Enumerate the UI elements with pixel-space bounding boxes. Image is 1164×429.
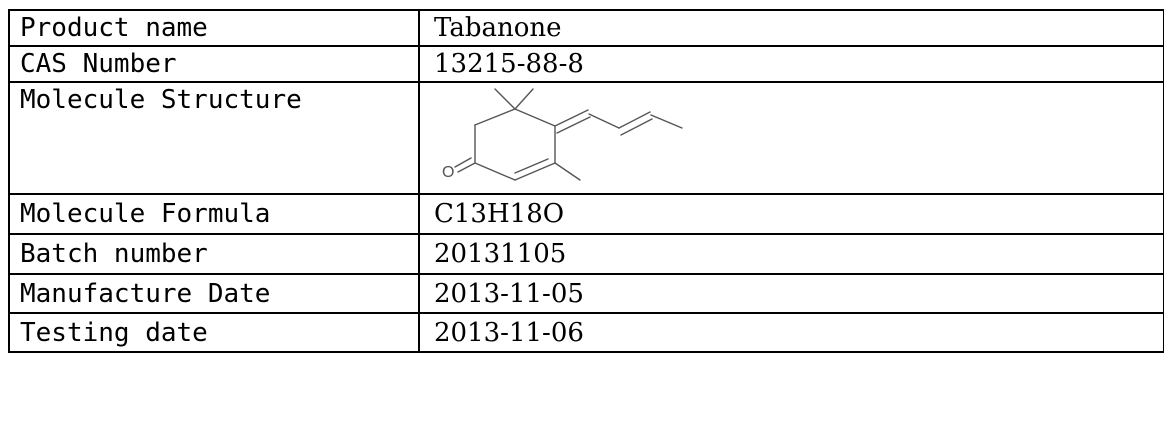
batch-number-label: Batch number	[8, 233, 420, 275]
bond-line	[454, 157, 472, 168]
molecule-structure-label: Molecule Structure	[8, 81, 420, 195]
bond-line	[588, 113, 620, 129]
molecule-structure-image: O	[442, 88, 683, 181]
manufacture-date-value: 2013-11-05	[418, 273, 1164, 314]
bond-line	[620, 118, 653, 136]
bond-line	[556, 116, 591, 134]
bond-line	[554, 109, 589, 127]
bond-line	[514, 162, 556, 181]
product-spec-table: Product name Tabanone CAS Number 13215-8…	[8, 9, 1164, 353]
molecule-formula-value: C13H18O	[418, 193, 1164, 235]
cas-number-label: CAS Number	[8, 45, 420, 83]
table-row-molecule-formula: Molecule Formula C13H18O	[8, 193, 1164, 235]
bond-line	[554, 162, 581, 181]
bond-line	[514, 88, 534, 110]
table-row-testing-date: Testing date 2013-11-06	[8, 312, 1164, 353]
bond-line	[514, 158, 549, 174]
bond-line	[474, 162, 516, 181]
table-row-product-name: Product name Tabanone	[8, 9, 1164, 47]
table-row-cas-number: CAS Number 13215-88-8	[8, 45, 1164, 83]
cas-number-value: 13215-88-8	[418, 45, 1164, 83]
molecule-formula-label: Molecule Formula	[8, 193, 420, 235]
batch-number-value: 20131105	[418, 233, 1164, 275]
bond-line	[514, 108, 556, 127]
bond-line	[494, 88, 516, 110]
testing-date-label: Testing date	[8, 312, 420, 353]
product-name-label: Product name	[8, 9, 420, 47]
bond-line	[650, 114, 683, 129]
bond-line	[474, 108, 516, 126]
product-name-value: Tabanone	[418, 9, 1164, 47]
bond-line	[457, 162, 476, 173]
testing-date-value: 2013-11-06	[418, 312, 1164, 353]
manufacture-date-label: Manufacture Date	[8, 273, 420, 314]
table-row-molecule-structure: Molecule Structure	[8, 81, 1164, 195]
molecule-structure-cell: O	[418, 81, 1164, 195]
bond-line	[618, 111, 651, 129]
oxygen-atom-label: O	[442, 164, 454, 181]
table-row-batch-number: Batch number 20131105	[8, 233, 1164, 275]
table-row-manufacture-date: Manufacture Date 2013-11-05	[8, 273, 1164, 314]
